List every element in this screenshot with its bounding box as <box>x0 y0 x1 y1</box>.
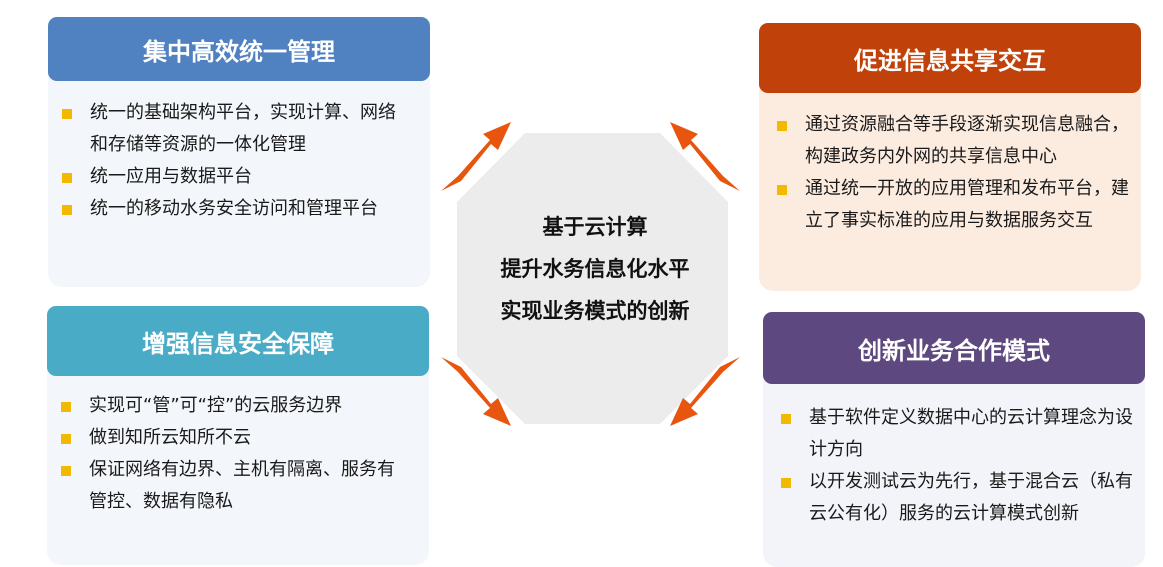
center-line-1: 基于云计算 <box>542 215 648 239</box>
list-item: 统一应用与数据平台 <box>62 161 412 193</box>
list-item: 实现可“管”可“控”的云服务边界 <box>61 390 411 422</box>
panel-body <box>48 57 430 287</box>
square-bullet-icon <box>781 478 791 488</box>
panel-title: 促进信息共享交互 <box>759 23 1141 93</box>
zigzag-arrow-icon-top-right <box>670 122 740 191</box>
panel-info-sharing: 促进信息共享交互 通过资源融合等手段逐渐实现信息融合，构建政务内外网的共享信息中… <box>759 23 1141 291</box>
list-item-text: 通过统一开放的应用管理和发布平台，建立了事实标准的应用与数据服务交互 <box>805 178 1129 231</box>
list-item: 统一的移动水务安全访问和管理平台 <box>62 193 412 225</box>
list-item-text: 统一的基础架构平台，实现计算、网络和存储等资源的一体化管理 <box>90 102 396 155</box>
square-bullet-icon <box>777 185 787 195</box>
list-item-text: 基于软件定义数据中心的云计算理念为设计方向 <box>809 407 1133 460</box>
list-item-text: 保证网络有边界、主机有隔离、服务有管控、数据有隐私 <box>89 459 395 512</box>
list-item: 做到知所云知所不云 <box>61 422 411 454</box>
square-bullet-icon <box>777 121 787 131</box>
zigzag-arrow-icon-top-left <box>441 122 511 191</box>
list-item: 基于软件定义数据中心的云计算理念为设计方向 <box>781 402 1136 466</box>
panel-business-innovation: 创新业务合作模式 基于软件定义数据中心的云计算理念为设计方向 以开发测试云为先行… <box>763 312 1145 567</box>
list-item: 保证网络有边界、主机有隔离、服务有管控、数据有隐私 <box>61 454 411 518</box>
square-bullet-icon <box>61 434 71 444</box>
panel-title: 增强信息安全保障 <box>47 306 429 376</box>
center-line-2: 提升水务信息化水平 <box>500 257 690 281</box>
center-octagon <box>457 133 728 424</box>
center-line-3: 实现业务模式的创新 <box>500 299 690 323</box>
square-bullet-icon <box>781 414 791 424</box>
square-bullet-icon <box>62 109 72 119</box>
list-item-text: 通过资源融合等手段逐渐实现信息融合，构建政务内外网的共享信息中心 <box>805 114 1129 167</box>
list-item-text: 统一应用与数据平台 <box>90 166 252 187</box>
list-item: 以开发测试云为先行，基于混合云（私有云公有化）服务的云计算模式创新 <box>781 466 1136 530</box>
panel-unified-management: 集中高效统一管理 统一的基础架构平台，实现计算、网络和存储等资源的一体化管理 统… <box>48 17 430 287</box>
list-item: 统一的基础架构平台，实现计算、网络和存储等资源的一体化管理 <box>62 97 412 161</box>
bullet-list: 实现可“管”可“控”的云服务边界 做到知所云知所不云 保证网络有边界、主机有隔离… <box>61 390 411 518</box>
panel-title: 创新业务合作模式 <box>763 312 1145 384</box>
zigzag-arrow-icon-bottom-right <box>670 357 740 426</box>
square-bullet-icon <box>62 205 72 215</box>
list-item-text: 以开发测试云为先行，基于混合云（私有云公有化）服务的云计算模式创新 <box>809 471 1133 524</box>
square-bullet-icon <box>61 402 71 412</box>
panel-title: 集中高效统一管理 <box>48 17 430 81</box>
bullet-list: 统一的基础架构平台，实现计算、网络和存储等资源的一体化管理 统一应用与数据平台 … <box>62 97 412 225</box>
zigzag-arrow-icon-bottom-left <box>441 357 511 426</box>
panel-security: 增强信息安全保障 实现可“管”可“控”的云服务边界 做到知所云知所不云 保证网络… <box>47 306 429 565</box>
panel-body <box>759 63 1141 291</box>
bullet-list: 基于软件定义数据中心的云计算理念为设计方向 以开发测试云为先行，基于混合云（私有… <box>781 402 1136 530</box>
panel-body <box>47 346 429 565</box>
list-item-text: 实现可“管”可“控”的云服务边界 <box>89 395 343 416</box>
square-bullet-icon <box>62 173 72 183</box>
square-bullet-icon <box>61 466 71 476</box>
list-item-text: 统一的移动水务安全访问和管理平台 <box>90 198 378 219</box>
list-item: 通过资源融合等手段逐渐实现信息融合，构建政务内外网的共享信息中心 <box>777 109 1132 173</box>
list-item-text: 做到知所云知所不云 <box>89 427 251 448</box>
panel-body <box>763 352 1145 567</box>
bullet-list: 通过资源融合等手段逐渐实现信息融合，构建政务内外网的共享信息中心 通过统一开放的… <box>777 109 1132 237</box>
center-statement: 基于云计算 提升水务信息化水平 实现业务模式的创新 <box>455 206 735 332</box>
list-item: 通过统一开放的应用管理和发布平台，建立了事实标准的应用与数据服务交互 <box>777 173 1132 237</box>
